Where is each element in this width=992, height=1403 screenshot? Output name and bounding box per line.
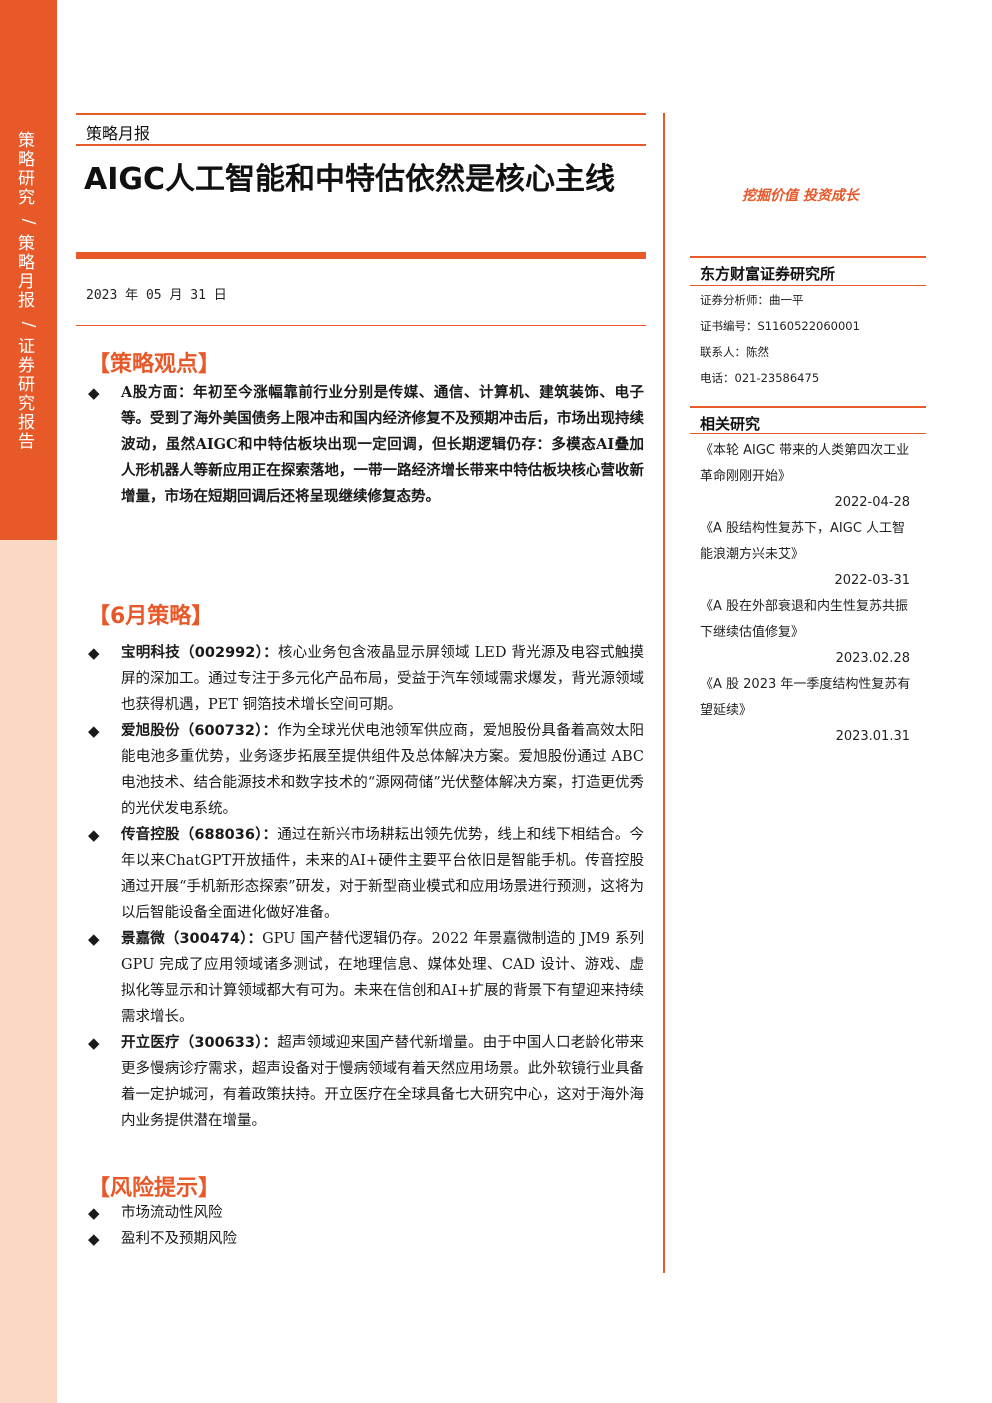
- contact-person: 联系人：陈然: [700, 345, 769, 359]
- sidebar-separator-2: /: [18, 321, 39, 328]
- list-item: ◆ 景嘉微（300474）：GPU 国产替代逻辑仍存。2022 年景嘉微制造的 …: [88, 926, 644, 1030]
- sidebar-seg-2: 策略月报: [18, 234, 35, 311]
- analyst-name: 证券分析师：曲一平: [700, 293, 804, 307]
- section-heading-view: 【策略观点】: [88, 352, 221, 377]
- company-name: 景嘉微（300474）：: [121, 931, 263, 947]
- side-strip-light: [0, 540, 57, 1403]
- related-item: 《A 股在外部衰退和内生性复苏共振下继续估值修复》 2023.02.28: [700, 594, 918, 672]
- report-type: 策略月报: [86, 124, 151, 143]
- company-text: 作为全球光伏电池领军供应商，爱旭股份具备着高效太阳能电池多重优势，业务逐步拓展至…: [121, 723, 644, 817]
- company-name: 爱旭股份（600732）：: [121, 723, 278, 739]
- diamond-bullet-icon: ◆: [88, 930, 100, 948]
- company-name: 开立医疗（300633）：: [121, 1035, 278, 1051]
- related-link[interactable]: 《A 股在外部衰退和内生性复苏共振下继续估值修复》: [700, 599, 909, 640]
- list-item: ◆ 传音控股（688036）：通过在新兴市场耕耘出领先优势，线上和线下相结合。今…: [88, 822, 644, 926]
- header-mid-rule: [76, 144, 646, 146]
- risk-list: ◆ 市场流动性风险 ◆ 盈利不及预期风险: [88, 1200, 644, 1252]
- related-item: 《A 股结构性复苏下，AIGC 人工智能浪潮方兴未艾》 2022-03-31: [700, 516, 918, 594]
- list-item: ◆ 盈利不及预期风险: [88, 1226, 644, 1252]
- list-item: ◆ 开立医疗（300633）：超声领域迎来国产替代新增量。由于中国人口老龄化带来…: [88, 1030, 644, 1134]
- related-link[interactable]: 《本轮 AIGC 带来的人类第四次工业革命刚刚开始》: [700, 443, 910, 484]
- diamond-bullet-icon: ◆: [88, 1230, 100, 1248]
- section-heading-june: 【6月策略】: [88, 604, 214, 629]
- diamond-bullet-icon: ◆: [88, 1204, 100, 1222]
- related-date: 2023.02.28: [835, 651, 910, 666]
- related-research-list: 《本轮 AIGC 带来的人类第四次工业革命刚刚开始》 2022-04-28 《A…: [700, 438, 918, 750]
- company-text: 核心业务包含液晶显示屏领域 LED 背光源及电容式触摸屏的深加工。通过专注于多元…: [121, 645, 644, 713]
- company-name: 传音控股（688036）：: [121, 827, 278, 843]
- diamond-bullet-icon: ◆: [88, 1034, 100, 1052]
- phone-number: 电话：021-23586475: [700, 371, 820, 385]
- diamond-bullet-icon: ◆: [88, 826, 100, 844]
- sidebar-category: 策略研究 / 策略月报 / 证券研究报告: [18, 132, 42, 452]
- institution-top-rule: [690, 256, 926, 258]
- related-top-rule: [690, 406, 926, 408]
- related-link[interactable]: 《A 股 2023 年一季度结构性复苏有望延续》: [700, 677, 911, 718]
- institution-name: 东方财富证券研究所: [700, 265, 836, 283]
- company-text: GPU 国产替代逻辑仍存。2022 年景嘉微制造的 JM9 系列 GPU 完成了…: [121, 931, 644, 1025]
- company-text: 通过在新兴市场耕耘出领先优势，线上和线下相结合。今年以来ChatGPT开放插件，…: [121, 827, 644, 921]
- view-text: A股方面：年初至今涨幅靠前行业分别是传媒、通信、计算机、建筑装饰、电子等。受到了…: [121, 384, 644, 505]
- related-research-title: 相关研究: [700, 415, 761, 433]
- related-date: 2023.01.31: [835, 729, 910, 744]
- related-date: 2022-04-28: [834, 495, 910, 510]
- company-text: 超声领域迎来国产替代新增量。由于中国人口老龄化带来更多慢病诊疗需求，超声设备对于…: [121, 1035, 644, 1129]
- report-date: 2023 年 05 月 31 日: [86, 288, 227, 303]
- list-item: ◆ 爱旭股份（600732）：作为全球光伏电池领军供应商，爱旭股份具备着高效太阳…: [88, 718, 644, 822]
- slogan: 挖掘价值 投资成长: [742, 188, 859, 204]
- related-bottom-rule: [690, 433, 926, 434]
- june-list: ◆ 宝明科技（002992）：核心业务包含液晶显示屏领域 LED 背光源及电容式…: [88, 640, 644, 1134]
- date-rule: [76, 325, 646, 326]
- diamond-bullet-icon: ◆: [88, 384, 100, 402]
- company-name: 宝明科技（002992）：: [121, 645, 278, 661]
- section-heading-risk: 【风险提示】: [88, 1176, 221, 1201]
- page-title: AIGC人工智能和中特估依然是核心主线: [84, 162, 616, 197]
- related-date: 2022-03-31: [834, 573, 910, 588]
- sidebar-seg-1: 策略研究: [18, 131, 35, 208]
- list-item: ◆ 宝明科技（002992）：核心业务包含液晶显示屏领域 LED 背光源及电容式…: [88, 640, 644, 718]
- title-underline: [76, 252, 646, 259]
- certificate-number: 证书编号：S1160522060001: [700, 319, 860, 333]
- view-list: ◆ A股方面：年初至今涨幅靠前行业分别是传媒、通信、计算机、建筑装饰、电子等。受…: [88, 380, 644, 510]
- related-item: 《A 股 2023 年一季度结构性复苏有望延续》 2023.01.31: [700, 672, 918, 750]
- sidebar-seg-3: 证券研究报告: [18, 337, 35, 452]
- list-item: ◆ A股方面：年初至今涨幅靠前行业分别是传媒、通信、计算机、建筑装饰、电子等。受…: [88, 380, 644, 510]
- diamond-bullet-icon: ◆: [88, 722, 100, 740]
- diamond-bullet-icon: ◆: [88, 644, 100, 662]
- header-top-rule: [76, 113, 646, 115]
- institution-bottom-rule: [690, 285, 926, 286]
- risk-text: 市场流动性风险: [121, 1205, 223, 1221]
- sidebar-separator-1: /: [18, 218, 39, 225]
- related-item: 《本轮 AIGC 带来的人类第四次工业革命刚刚开始》 2022-04-28: [700, 438, 918, 516]
- side-strip: [0, 0, 57, 540]
- risk-text: 盈利不及预期风险: [121, 1231, 237, 1247]
- related-link[interactable]: 《A 股结构性复苏下，AIGC 人工智能浪潮方兴未艾》: [700, 521, 906, 562]
- list-item: ◆ 市场流动性风险: [88, 1200, 644, 1226]
- column-divider: [663, 113, 665, 1273]
